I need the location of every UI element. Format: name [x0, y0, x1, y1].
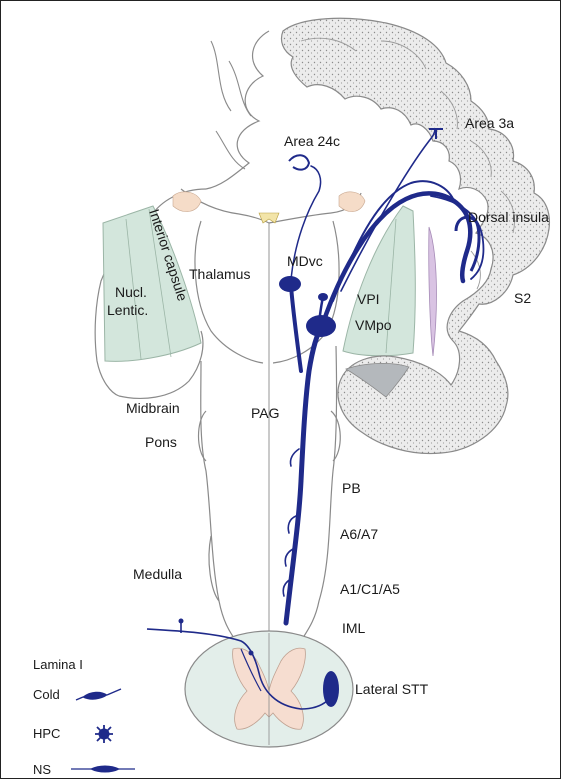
label-iml: IML [342, 620, 366, 636]
legend: Lamina I Cold HPC NS [33, 657, 135, 777]
label-vmpo: VMpo [355, 317, 392, 333]
claustrum [429, 227, 437, 356]
label-lentic: Lentic. [107, 302, 148, 318]
label-s2: S2 [514, 290, 531, 306]
legend-label-cold: Cold [33, 687, 60, 702]
cold-neuron-icon [76, 689, 121, 700]
ns-neuron-icon [71, 766, 135, 772]
legend-title: Lamina I [33, 657, 83, 672]
label-midbrain: Midbrain [126, 400, 180, 416]
label-pons: Pons [145, 434, 177, 450]
legend-label-ns: NS [33, 762, 51, 777]
label-mdvc: MDvc [287, 253, 323, 269]
area-24c-terminal-icon [289, 155, 309, 169]
label-lateral-stt: Lateral STT [355, 681, 429, 697]
lamina-i-neuron-icon [249, 651, 254, 656]
legend-label-hpc: HPC [33, 726, 60, 741]
thalamic-nuclei-patches [173, 192, 365, 212]
medial-cortex-folds [211, 41, 251, 169]
afferent-terminal-icon [179, 619, 184, 624]
label-dorsal-insula: Dorsal insula [468, 209, 549, 225]
label-pb: PB [342, 480, 361, 496]
right-lentiform-nucleus [343, 206, 415, 356]
label-a6a7: A6/A7 [340, 526, 378, 542]
label-vpi: VPI [357, 291, 380, 307]
label-area-3a: Area 3a [465, 115, 514, 131]
lateral-stt-icon [323, 671, 339, 707]
label-a1c1a5: A1/C1/A5 [340, 581, 400, 597]
label-area-24c: Area 24c [284, 133, 340, 149]
cerebral-cortex [281, 18, 549, 453]
mdvc-nucleus-icon [279, 276, 301, 292]
label-medulla: Medulla [133, 566, 182, 582]
hpc-neuron-icon [95, 725, 113, 743]
label-nucl: Nucl. [115, 284, 147, 300]
label-thalamus: Thalamus [189, 266, 250, 282]
label-pag: PAG [251, 405, 280, 421]
vpi-nucleus-icon [318, 293, 328, 301]
vmpo-nucleus-icon [306, 315, 336, 337]
